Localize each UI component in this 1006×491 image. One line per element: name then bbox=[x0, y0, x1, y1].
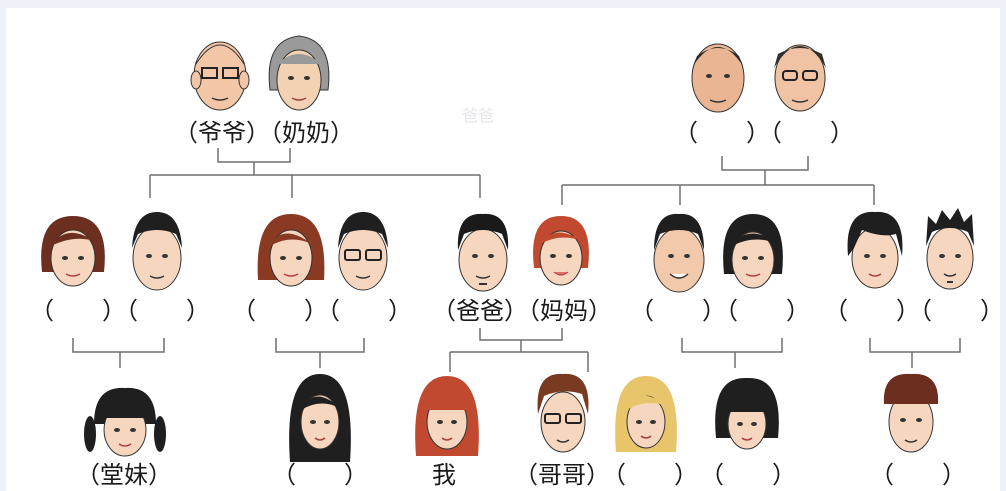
label-couple3: （ ）（ ） bbox=[630, 296, 810, 326]
label-me: 我 bbox=[432, 461, 456, 489]
aunt2-portrait bbox=[257, 214, 325, 287]
label-couple4: （ ）（ ） bbox=[824, 296, 1004, 326]
watermark: 爸爸 bbox=[462, 106, 495, 125]
uncle2-portrait bbox=[338, 212, 388, 291]
label-dad: （爸爸） bbox=[432, 297, 528, 325]
label-cousin2: （ ） bbox=[272, 461, 368, 489]
connector-maternal-grandparents bbox=[721, 156, 809, 171]
label-mom: （妈妈） bbox=[528, 297, 612, 325]
label-cousin1: （堂妹） bbox=[76, 461, 172, 489]
aunt1-portrait bbox=[41, 216, 105, 287]
me-portrait bbox=[415, 376, 479, 456]
label-grandma-paternal: （奶奶） bbox=[270, 119, 354, 147]
cousin5-portrait bbox=[883, 373, 939, 453]
label-grandpa-grandma-paternal: （爷爷）（奶奶） bbox=[174, 118, 354, 148]
connector-couple3 bbox=[681, 338, 783, 353]
brother-portrait bbox=[537, 373, 589, 453]
label-maternal-grandparents: （ ）（ ） bbox=[674, 118, 854, 148]
uncle3-portrait bbox=[653, 213, 705, 293]
label-uncle1: （ ） bbox=[126, 297, 210, 325]
label-aunt1: （ ） bbox=[30, 297, 126, 325]
cousin1-portrait bbox=[84, 387, 166, 457]
aunt3-portrait bbox=[723, 214, 783, 289]
label-parents: （爸爸）（妈妈） bbox=[432, 296, 612, 326]
grandpa-maternal-portrait bbox=[691, 43, 745, 113]
label-uncle4: （ ） bbox=[920, 297, 1004, 325]
label-aunt2: （ ） bbox=[232, 297, 328, 325]
connector-couple2 bbox=[275, 338, 365, 353]
label-blonde-cousin: （ ） bbox=[602, 461, 698, 489]
uncle1-portrait bbox=[132, 212, 182, 291]
label-cousin5: （ ） bbox=[870, 461, 966, 489]
dad-portrait bbox=[457, 213, 509, 292]
cousin4-portrait bbox=[715, 377, 779, 450]
connector-couple4 bbox=[869, 338, 961, 353]
label-aunt3: （ ） bbox=[726, 297, 810, 325]
grandma-maternal-portrait bbox=[774, 44, 826, 112]
mom-portrait bbox=[533, 216, 589, 286]
label-cousin4: （ ） bbox=[700, 461, 796, 489]
label-brother: （哥哥） bbox=[514, 461, 610, 489]
connector-paternal-grandparents bbox=[217, 148, 291, 163]
label-couple2: （ ）（ ） bbox=[232, 296, 412, 326]
grandpa-paternal-portrait bbox=[190, 41, 250, 111]
blonde-cousin-portrait bbox=[615, 376, 677, 452]
connector-parents bbox=[479, 328, 563, 341]
label-grandpa-maternal: （ ） bbox=[674, 119, 770, 147]
label-couple1: （ ）（ ） bbox=[30, 296, 210, 326]
label-aunt4: （ ） bbox=[824, 297, 920, 325]
label-grandpa-paternal: （爷爷） bbox=[174, 119, 270, 147]
cousin2-portrait bbox=[289, 374, 351, 462]
label-grandma-maternal: （ ） bbox=[770, 119, 854, 147]
connector-couple1 bbox=[72, 338, 165, 353]
grandma-paternal-portrait bbox=[268, 35, 330, 111]
uncle4-portrait bbox=[926, 208, 974, 290]
aunt4-portrait bbox=[847, 211, 903, 289]
label-uncle2: （ ） bbox=[328, 297, 412, 325]
label-uncle3: （ ） bbox=[630, 297, 726, 325]
